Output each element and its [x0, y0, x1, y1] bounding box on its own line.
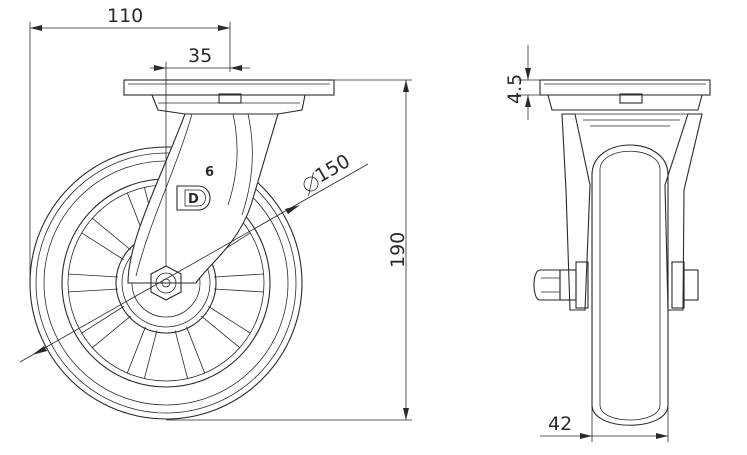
dimension-overall-reach: 110 — [29, 5, 231, 283]
diameter-symbol — [303, 172, 319, 196]
fork-marking: 6 — [205, 165, 214, 180]
top-plate — [123, 79, 335, 96]
dimension-wheel-width: 42 — [540, 405, 669, 442]
fork — [127, 113, 279, 284]
brand-logo: D — [176, 185, 211, 211]
logo-letter: D — [188, 192, 199, 207]
dim-label-4-5: 4.5 — [504, 74, 526, 104]
swivel-housing — [151, 93, 306, 115]
caster-front-view: D 6 — [19, 79, 369, 420]
dimension-plate-thickness: 4.5 — [504, 45, 540, 120]
dim-label-190: 190 — [387, 232, 409, 268]
dim-label-110: 110 — [107, 5, 143, 27]
diameter-leader-line — [19, 163, 369, 363]
dim-label-35: 35 — [188, 45, 212, 67]
dimension-offset: 35 — [150, 45, 250, 266]
dim-label-42: 42 — [548, 413, 572, 435]
dimension-overall-height: 190 — [166, 79, 412, 421]
caster-side-view — [533, 79, 711, 426]
